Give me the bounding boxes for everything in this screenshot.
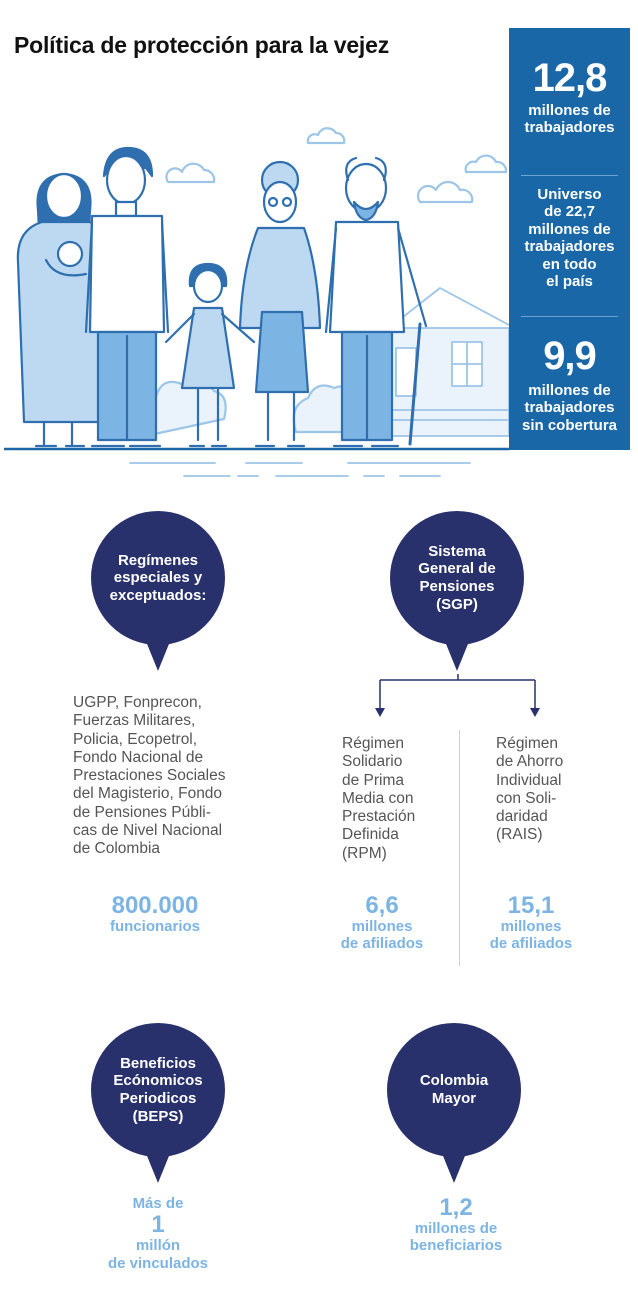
- cloud-icon: [464, 154, 508, 174]
- bubble-line: Periodicos: [119, 1090, 197, 1107]
- coverage-stats-panel: 12,8 millones de trabajadores Universo d…: [509, 28, 630, 450]
- bubble-tail: [145, 639, 171, 671]
- bubble-line: Colombia: [419, 1072, 489, 1090]
- grandfather-figure: [324, 156, 428, 448]
- rpm-count: 6,6 millones de afiliados: [322, 893, 442, 953]
- desc-line: de Pensiones Públi-: [73, 803, 211, 821]
- stats-divider: [521, 175, 618, 176]
- desc-line: (RAIS): [496, 826, 543, 844]
- beps-bubble: Beneficios Ecónomicos Periodicos (BEPS): [91, 1023, 225, 1183]
- rais-description: Régimen de Ahorro Individual con Soli- d…: [496, 735, 606, 845]
- regime-divider: [459, 730, 460, 966]
- beps-number: 1: [151, 1211, 165, 1239]
- arrow-down-icon: [530, 708, 540, 717]
- desc-line: Media con: [342, 789, 414, 807]
- beps-line: de vinculados: [107, 1254, 209, 1272]
- desc-line: Prestación: [342, 808, 416, 826]
- arrow-down-icon: [375, 708, 385, 717]
- family-illustration: [4, 127, 509, 477]
- bubble-line: exceptuados:: [109, 586, 207, 604]
- grandmother-figure: [238, 160, 322, 448]
- desc-line: Prestaciones Sociales: [73, 767, 226, 785]
- sgp-bubble: Sistema General de Pensiones (SGP): [390, 511, 524, 671]
- rais-number: 15,1: [507, 892, 555, 919]
- cloud-icon: [416, 180, 474, 204]
- colombia-mayor-number: 1,2: [439, 1194, 473, 1221]
- stats-divider: [521, 316, 618, 317]
- uncovered-workers-value: 9,9: [543, 334, 597, 378]
- desc-line: del Magisterio, Fondo: [73, 785, 223, 803]
- desc-line: con Soli-: [496, 789, 557, 807]
- rais-unit-line: de afiliados: [489, 935, 573, 953]
- bubble-line: Mayor: [431, 1090, 477, 1107]
- uncovered-label-1: millones de: [528, 382, 611, 399]
- desc-line: Fondo Nacional de: [73, 748, 204, 766]
- father-figure: [84, 146, 170, 448]
- rais-unit-line: millones: [500, 918, 562, 936]
- total-workers-value: 12,8: [532, 56, 608, 100]
- bubble-line: (SGP): [436, 595, 478, 613]
- desc-line: de Colombia: [73, 840, 161, 858]
- total-workers-label-1: millones de: [528, 102, 611, 119]
- bubble-line: Sistema: [428, 542, 486, 560]
- rpm-unit-line: millones: [351, 918, 413, 936]
- universe-line: el país: [546, 272, 593, 290]
- desc-line: Individual: [496, 771, 562, 789]
- special-regimes-unit: funcionarios: [109, 918, 200, 936]
- uncovered-label-3: sin cobertura: [521, 416, 618, 434]
- beps-line: millón: [135, 1237, 181, 1255]
- desc-line: cas de Nivel Nacional: [73, 821, 223, 839]
- desc-line: de Ahorro: [496, 753, 564, 771]
- girl-figure: [164, 262, 256, 448]
- desc-line: Definida: [342, 826, 399, 844]
- desc-line: Solidario: [342, 753, 403, 771]
- universe-line: Universo: [537, 186, 602, 203]
- bubble-tail: [145, 1151, 171, 1183]
- page-title: Política de protección para la vejez: [14, 32, 389, 58]
- special-regimes-count: 800.000 funcionarios: [70, 893, 240, 935]
- desc-line: Fuerzas Militares,: [73, 712, 196, 730]
- bubble-line: (BEPS): [132, 1107, 184, 1125]
- colombia-mayor-count: 1,2 millones de beneficiarios: [386, 1195, 526, 1255]
- desc-line: Policia, Ecopetrol,: [73, 730, 198, 748]
- beps-line: Más de: [132, 1195, 184, 1212]
- universe-line: en todo: [542, 255, 597, 273]
- colombia-mayor-unit-line: beneficiarios: [409, 1237, 503, 1255]
- special-regimes-number: 800.000: [111, 892, 199, 919]
- bubble-line: Pensiones: [419, 578, 495, 595]
- bubble-line: Beneficios: [120, 1054, 196, 1072]
- cloud-icon: [165, 162, 216, 184]
- special-regimes-bubble: Regímenes especiales y exceptuados:: [91, 511, 225, 671]
- rpm-unit-line: de afiliados: [340, 935, 424, 953]
- cloud-icon: [306, 127, 346, 145]
- total-workers-label-2: trabajadores: [524, 119, 615, 137]
- special-regimes-description: UGPP, Fonprecon, Fuerzas Militares, Poli…: [73, 694, 293, 859]
- universe-line: millones de: [528, 220, 611, 238]
- desc-line: Régimen: [342, 735, 405, 752]
- desc-line: (RPM): [342, 844, 387, 862]
- rpm-number: 6,6: [365, 892, 399, 919]
- desc-line: daridad: [496, 808, 548, 826]
- universe-line: trabajadores: [524, 238, 615, 256]
- colombia-mayor-bubble: Colombia Mayor: [387, 1023, 521, 1183]
- bubble-line: Regímenes: [117, 551, 199, 569]
- uncovered-label-2: trabajadores: [524, 399, 615, 417]
- desc-line: Régimen: [496, 735, 559, 752]
- rpm-description: Régimen Solidario de Prima Media con Pre…: [342, 735, 452, 863]
- beps-count: Más de 1 millón de vinculados: [88, 1195, 228, 1272]
- rais-count: 15,1 millones de afiliados: [471, 893, 591, 953]
- universe-line: de 22,7: [544, 203, 595, 221]
- bubble-line: especiales y: [113, 569, 203, 587]
- bubble-line: General de: [418, 560, 496, 578]
- colombia-mayor-unit-line: millones de: [414, 1220, 498, 1238]
- bubble-tail: [444, 639, 470, 671]
- bubble-line: Ecónomicos: [113, 1072, 203, 1090]
- sgp-branch-connector: [375, 674, 540, 717]
- desc-line: UGPP, Fonprecon,: [73, 694, 202, 711]
- bubble-tail: [441, 1151, 467, 1183]
- desc-line: de Prima: [342, 771, 405, 789]
